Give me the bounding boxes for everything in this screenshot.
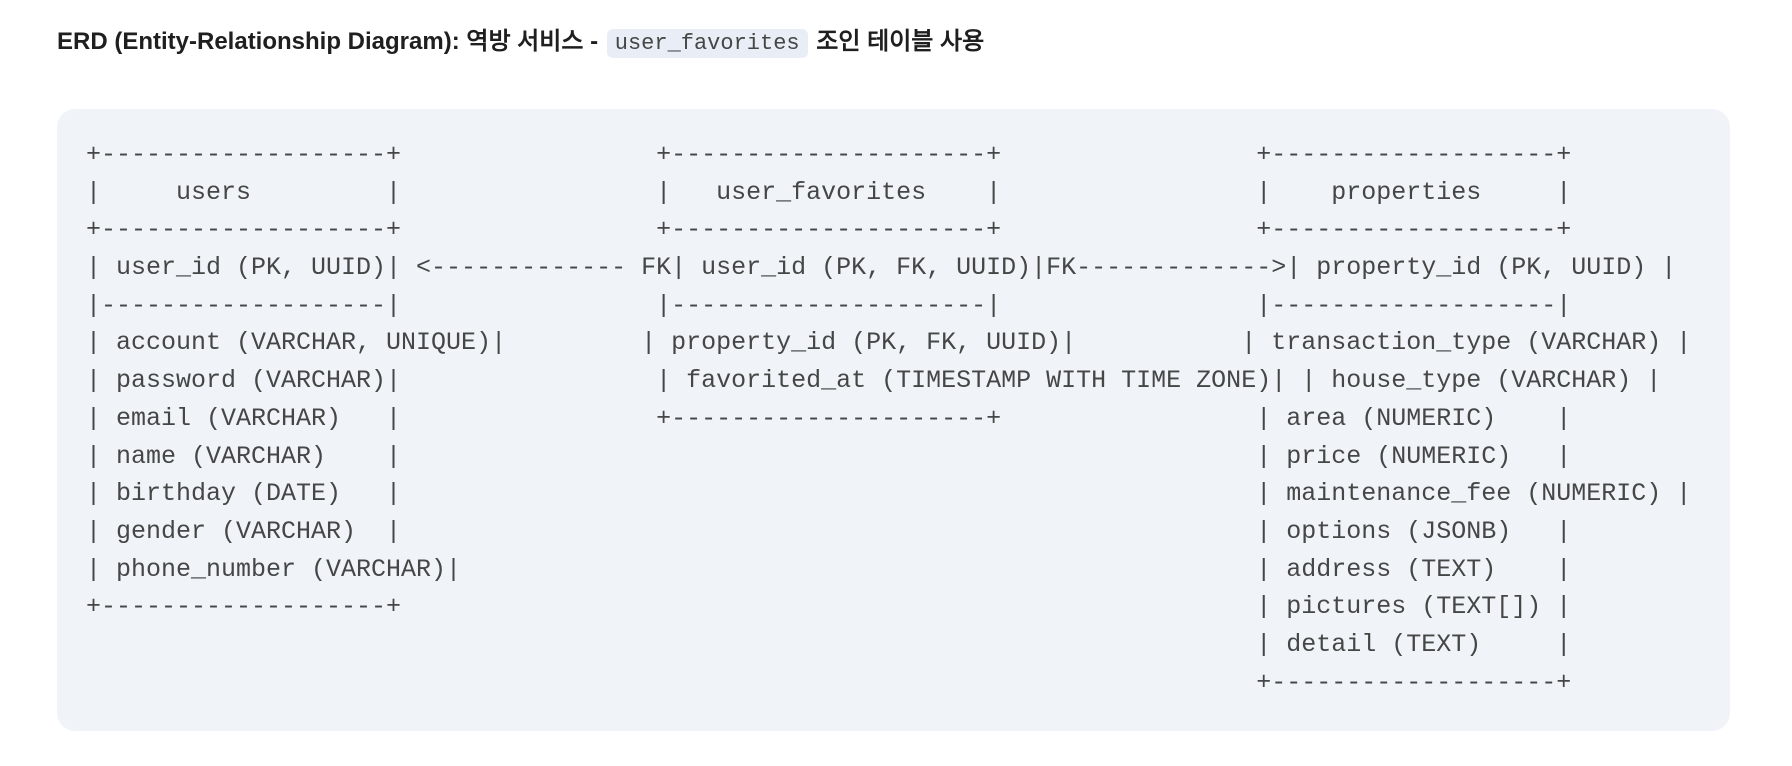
code-line: | account (VARCHAR, UNIQUE)| | property_… bbox=[86, 328, 1692, 358]
code-line: | name (VARCHAR) | | price (NUMERIC) | bbox=[86, 441, 1572, 471]
code-line: | phone_number (VARCHAR)| | address (TEX… bbox=[86, 554, 1572, 584]
code-block: +-------------------+ +-----------------… bbox=[57, 109, 1730, 731]
code-line: | detail (TEXT) | bbox=[86, 629, 1572, 659]
heading-prefix: ERD (Entity-Relationship Diagram): 역방 서비… bbox=[57, 28, 599, 55]
heading-suffix: 조인 테이블 사용 bbox=[816, 28, 985, 55]
inline-code: user_favorites bbox=[606, 29, 808, 58]
code-line: | email (VARCHAR) | +-------------------… bbox=[86, 403, 1572, 433]
code-line: |-------------------| |-----------------… bbox=[86, 290, 1572, 320]
code-line: | users | | user_favorites | | propertie… bbox=[86, 177, 1572, 207]
code-line: | user_id (PK, UUID)| <------------- FK|… bbox=[86, 253, 1677, 283]
code-line: +-------------------+ | pictures (TEXT[]… bbox=[86, 592, 1572, 622]
code-line: | birthday (DATE) | | maintenance_fee (N… bbox=[86, 479, 1692, 509]
code-line: +-------------------+ bbox=[86, 667, 1572, 697]
code-line: | gender (VARCHAR) | | options (JSONB) | bbox=[86, 516, 1572, 546]
code-line: +-------------------+ +-----------------… bbox=[86, 140, 1572, 169]
code-line: +-------------------+ +-----------------… bbox=[86, 215, 1572, 245]
erd-ascii-diagram: +-------------------+ +-----------------… bbox=[86, 136, 1726, 701]
section-heading: ERD (Entity-Relationship Diagram): 역방 서비… bbox=[0, 0, 1792, 60]
code-line: | password (VARCHAR)| | favorited_at (TI… bbox=[86, 366, 1662, 396]
